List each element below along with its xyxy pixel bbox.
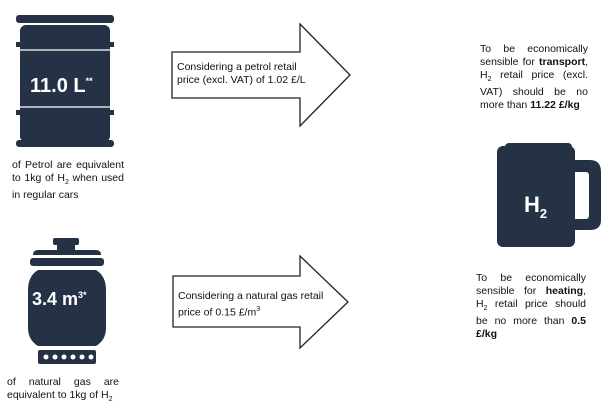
gas-cylinder-icon <box>28 238 106 364</box>
arrow-petrol-text: Considering a petrol retail price (excl.… <box>177 61 306 86</box>
gas-amount: 3.4 m3* <box>32 289 87 309</box>
transport-text: To be economically sensible for transpor… <box>480 43 588 112</box>
petrol-caption: of Petrol are equivalent to 1kg of H2 wh… <box>12 159 124 202</box>
petrol-amount: 11.0 L** <box>30 75 93 97</box>
arrow-gas-text: Considering a natural gas retail price o… <box>178 290 324 319</box>
gas-caption: of natural gas are equivalent to 1kg of … <box>7 376 119 404</box>
arrow-petrol <box>171 22 351 128</box>
mug-label: H2 <box>524 192 547 221</box>
arrow-gas <box>172 254 349 350</box>
hydrogen-mug-icon <box>497 143 601 247</box>
oil-barrel-icon <box>16 15 114 147</box>
heating-text: To be economically sensible for heating,… <box>476 272 586 341</box>
